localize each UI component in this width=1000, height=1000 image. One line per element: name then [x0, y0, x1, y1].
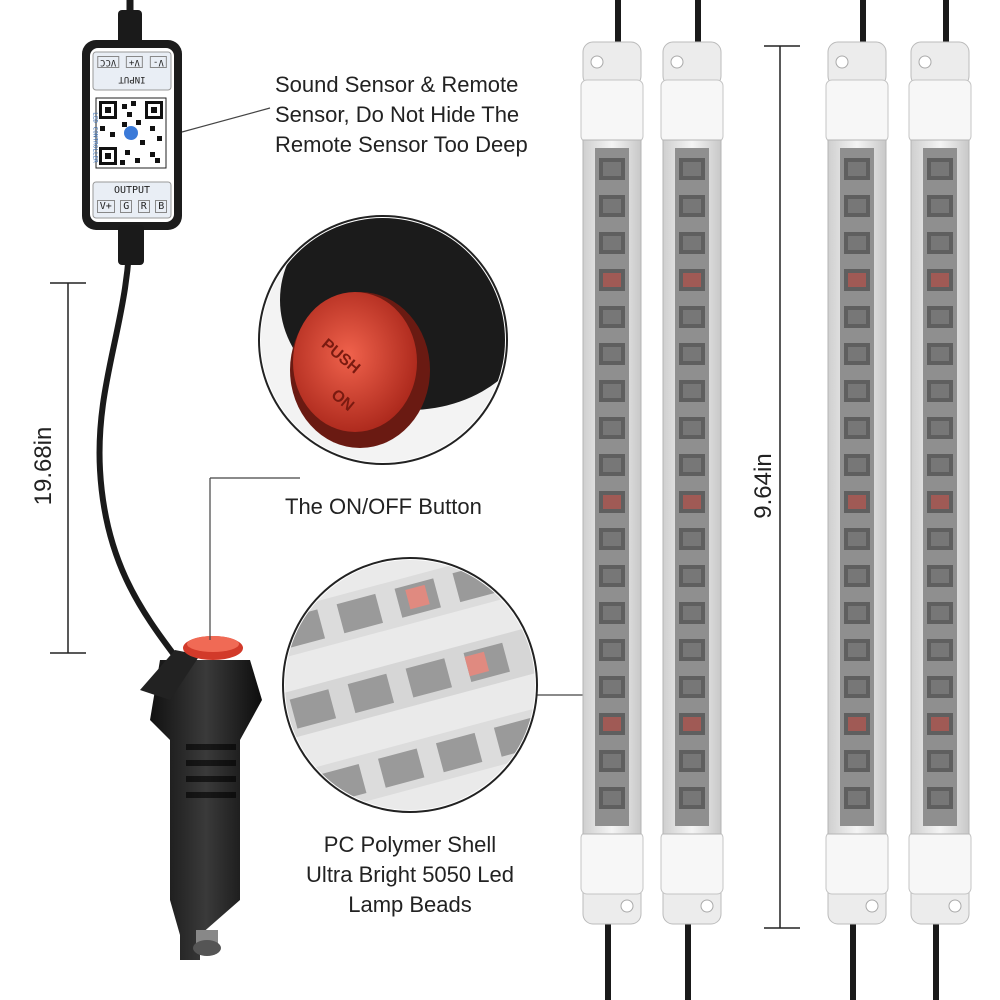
controller-input-pins: VCC V+ V-: [94, 56, 170, 68]
controller-output-title: OUTPUT: [113, 185, 151, 196]
shell-label-line-2: Ultra Bright 5050 Led: [306, 862, 514, 887]
sensor-label-line-3: Remote Sensor Too Deep: [275, 132, 528, 157]
strip-length-dimension: 9.64in: [750, 453, 777, 519]
sensor-leader-line: [181, 107, 271, 133]
output-pin-3: B: [155, 200, 168, 213]
sensor-label-line-1: Sound Sensor & Remote: [275, 72, 519, 97]
led-strip-2: [660, 0, 724, 1000]
power-cable: [96, 224, 181, 662]
shell-label: PC Polymer Shell Ultra Bright 5050 Led L…: [280, 830, 540, 920]
cigarette-lighter-plug: [140, 636, 262, 960]
output-pin-2: R: [137, 200, 150, 213]
shell-label-line-1: PC Polymer Shell: [323, 832, 497, 857]
button-label: The ON/OFF Button: [285, 494, 482, 519]
cable-length-dimension: 19.68in: [30, 426, 57, 506]
led-beads-zoom-circle: [282, 557, 538, 813]
sensor-label: Sound Sensor & Remote Sensor, Do Not Hid…: [275, 70, 575, 160]
input-pin-1: V+: [126, 56, 144, 68]
button-zoom-circle: [258, 215, 508, 465]
led-strip-1: [580, 0, 644, 1000]
output-pin-0: V+: [96, 200, 115, 213]
output-pin-1: G: [120, 200, 133, 213]
controller-side-text: LED CONTROLLER: [91, 112, 99, 163]
led-strip-3: [825, 0, 889, 1000]
input-pin-2: V-: [149, 56, 167, 68]
qr-code: [95, 97, 167, 169]
led-controller: [82, 40, 182, 265]
controller-input-title: INPUT: [118, 74, 146, 84]
led-strip-4: [908, 0, 972, 1000]
sensor-label-line-2: Sensor, Do Not Hide The: [275, 102, 520, 127]
led-strips: [580, 0, 972, 1000]
shell-label-line-3: Lamp Beads: [348, 892, 472, 917]
input-pin-0: VCC: [97, 56, 120, 68]
